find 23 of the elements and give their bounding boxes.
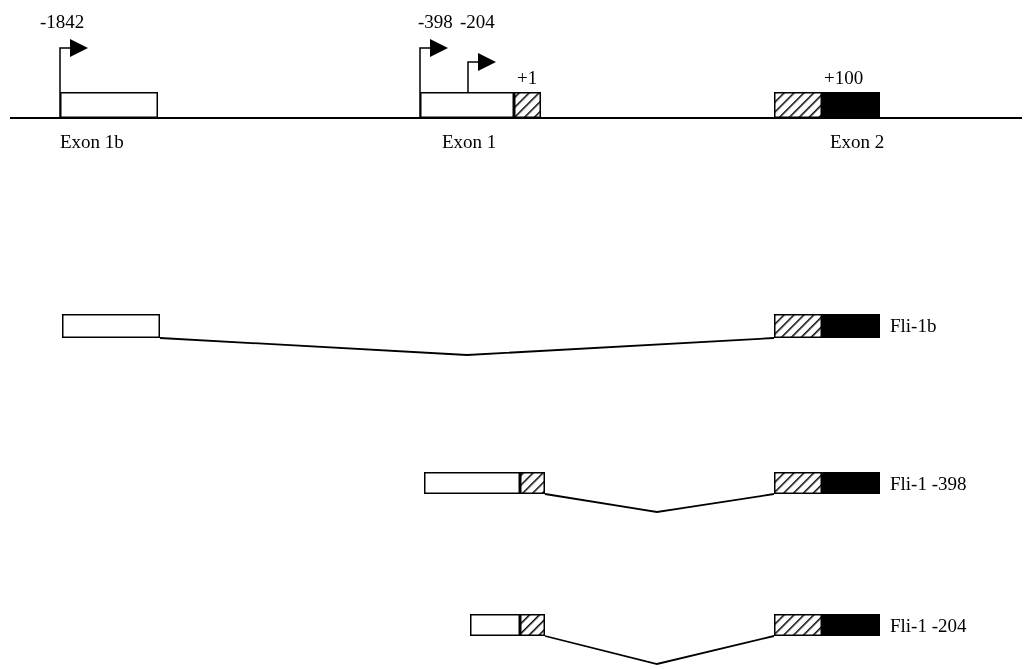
position-label: -204: [460, 12, 495, 31]
exon-box: [424, 472, 545, 494]
exon-box: [774, 92, 880, 118]
exon-box: [60, 92, 158, 118]
splice-line: [544, 635, 775, 665]
exon-box: [420, 92, 541, 118]
exon-label: Exon 2: [830, 132, 885, 151]
exon-box: [470, 614, 545, 636]
exon-label: Exon 1b: [60, 132, 124, 151]
exon-box: [62, 314, 160, 338]
exon-box: [774, 472, 880, 494]
position-label: -398: [418, 12, 453, 31]
exon-box: [774, 614, 880, 636]
exon-label: Exon 1: [442, 132, 497, 151]
splice-line: [544, 493, 775, 513]
position-label: +100: [824, 68, 864, 87]
transcript-label: Fli-1 -204: [890, 616, 967, 635]
splice-line: [159, 337, 775, 356]
transcript-label: Fli-1 -398: [890, 474, 967, 493]
exon-box: [774, 314, 880, 338]
transcript-label: Fli-1b: [890, 316, 937, 335]
position-label: +1: [517, 68, 538, 87]
position-label: -1842: [40, 12, 85, 31]
